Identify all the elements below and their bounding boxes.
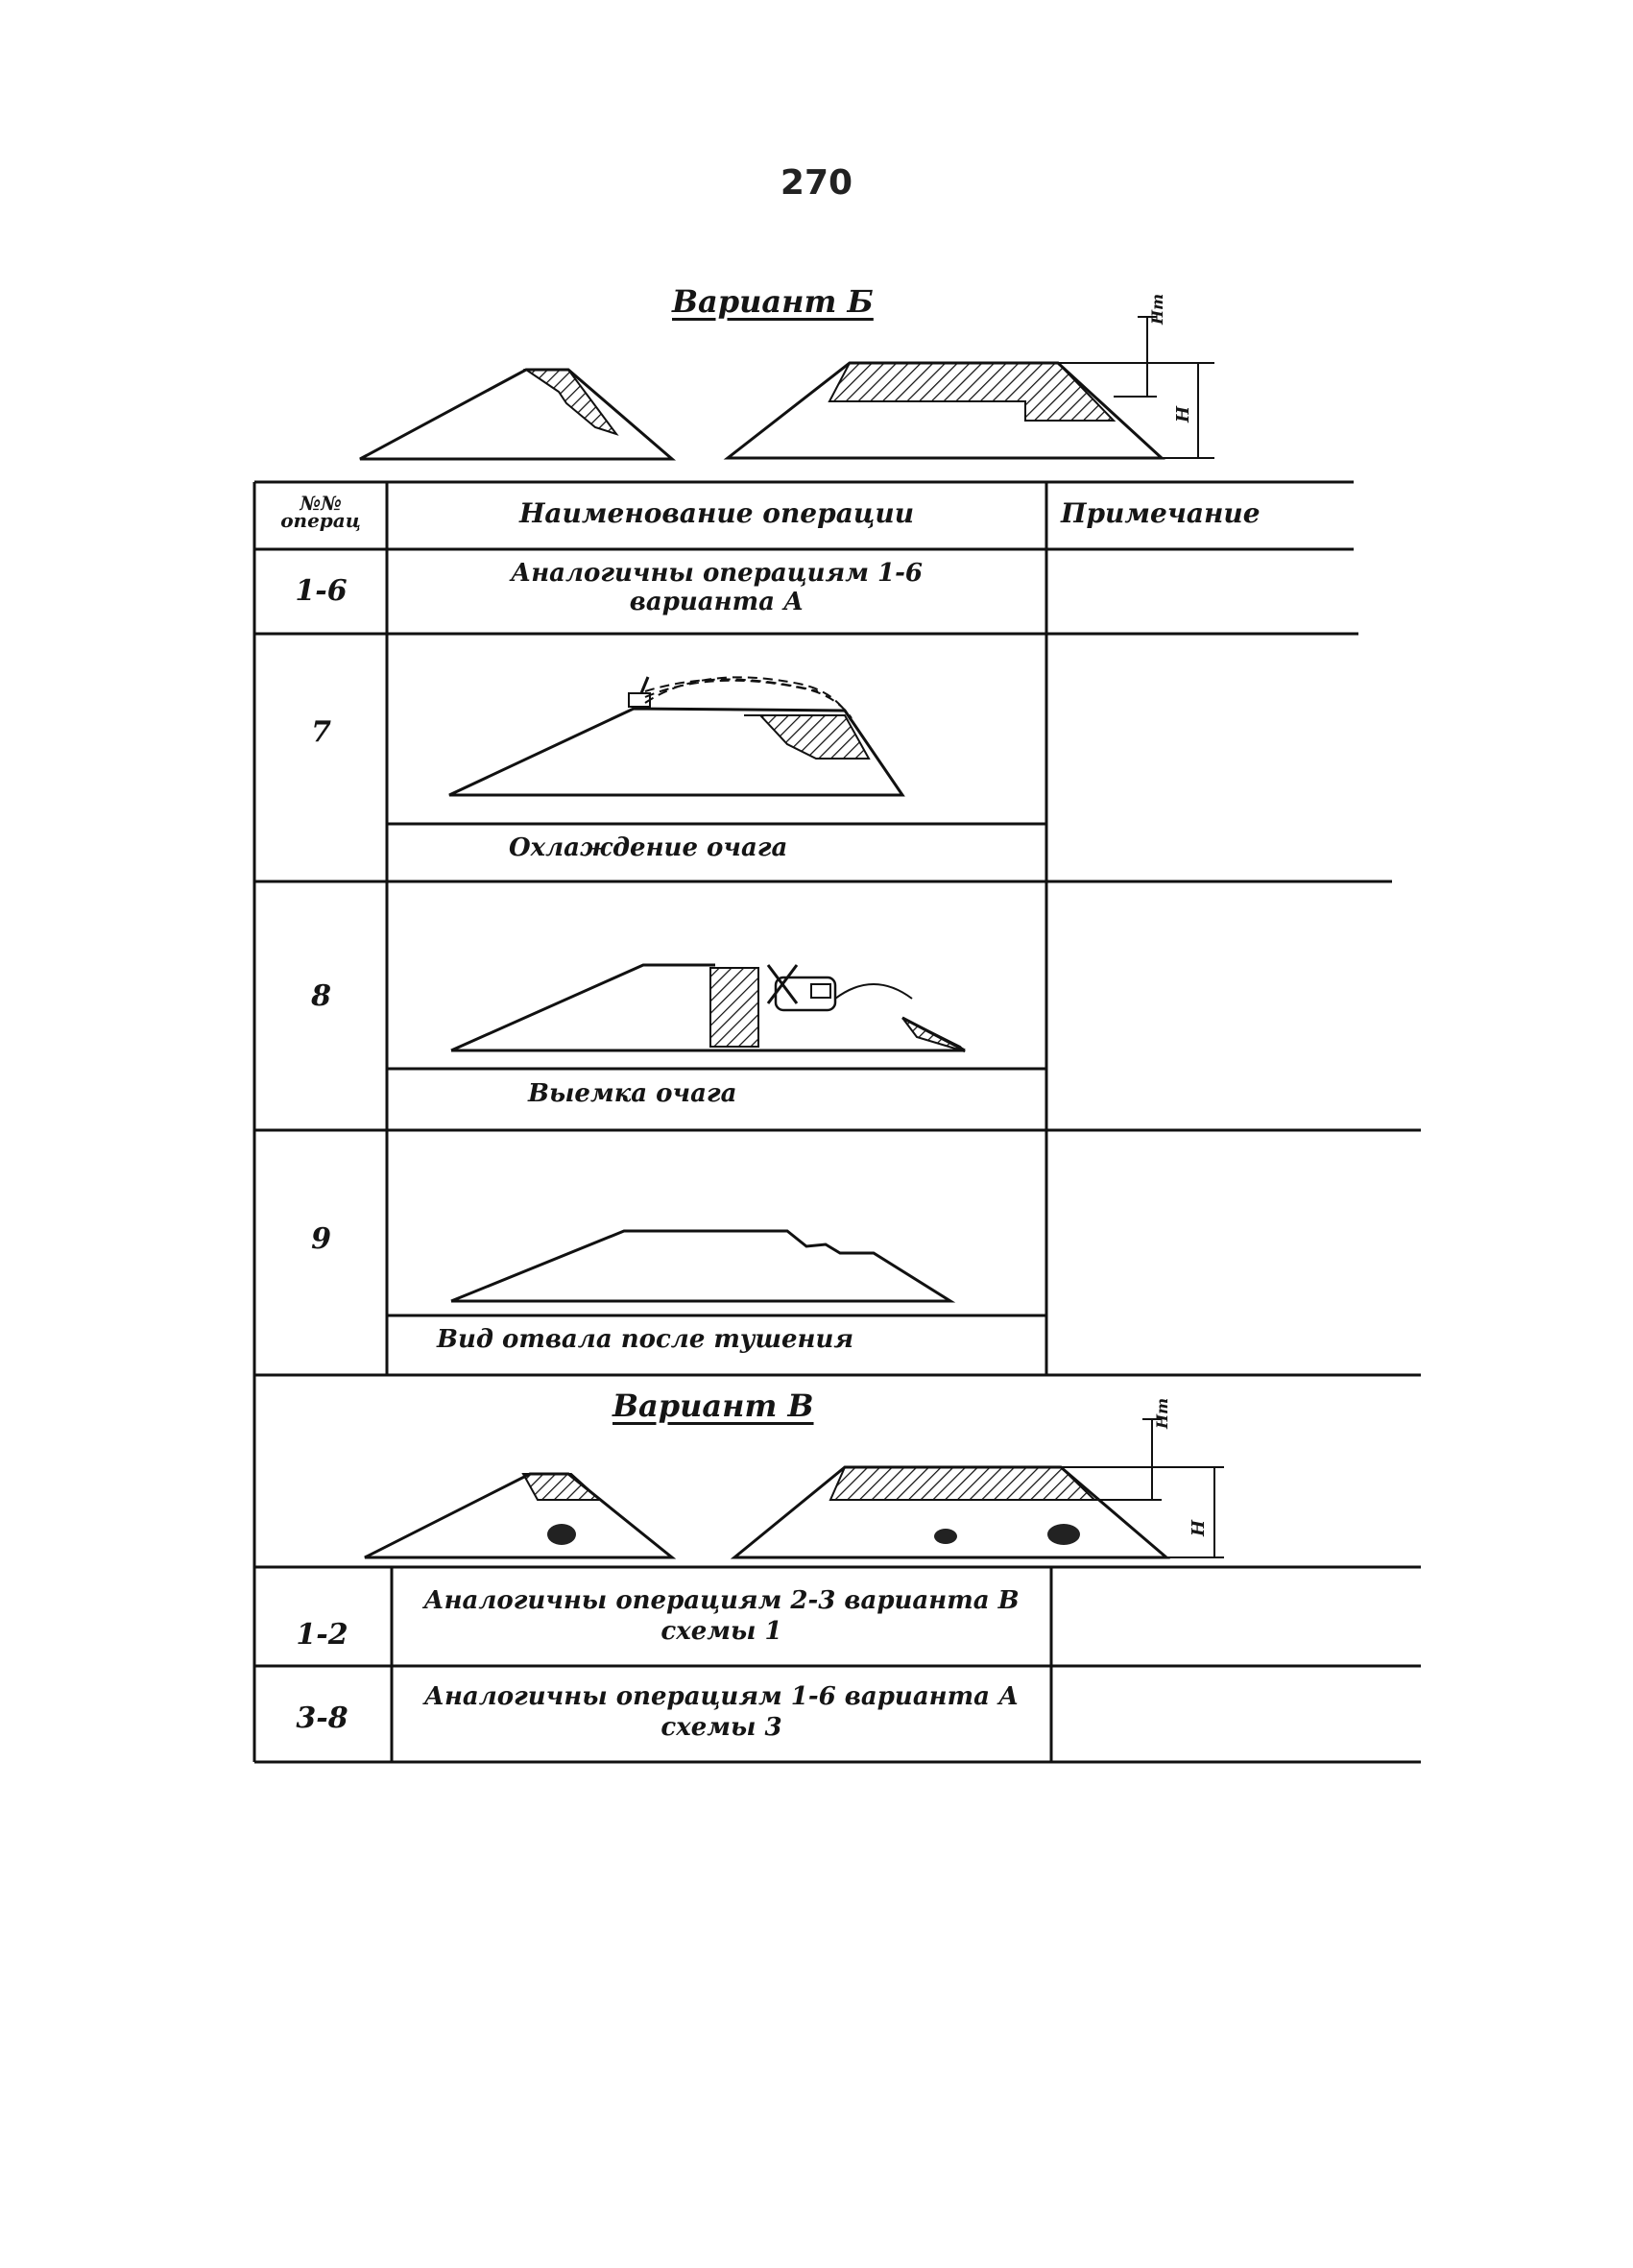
variant-v-left-dump <box>365 1474 672 1557</box>
variant-b-right-dump <box>728 317 1214 458</box>
row-num-3-8: 3-8 <box>296 1701 348 1735</box>
row-7-caption: Охлаждение очага <box>509 833 788 862</box>
variant-v-title: Вариант В <box>612 1387 814 1424</box>
row-num-8: 8 <box>311 979 331 1013</box>
header-note: Примечание <box>1061 497 1261 529</box>
variant-b-title: Вариант Б <box>672 283 874 320</box>
row9-dump-drawing <box>451 1231 950 1301</box>
row-num-7: 7 <box>311 715 331 749</box>
variant-v-right-dump <box>734 1419 1224 1557</box>
row-1-2-text-line2: схемы 1 <box>660 1617 782 1646</box>
row-1-6-text-line2: варианта А <box>629 588 804 616</box>
row-8-caption: Выемка очага <box>528 1079 737 1108</box>
row-9-caption: Вид отвала после тушения <box>437 1325 854 1354</box>
variant-b-dim-hm: Hm <box>1148 293 1166 325</box>
row-num-1-2: 1-2 <box>296 1618 348 1652</box>
table-frame-lower <box>254 1375 1421 1762</box>
row-num-1-6: 1-6 <box>295 574 348 608</box>
page-number: 270 <box>780 163 853 203</box>
row-3-8-text-line1: Аналогичны операциям 1-6 варианта А <box>423 1682 1020 1711</box>
row-3-8-text-line2: схемы 3 <box>660 1713 782 1742</box>
table-frame-upper <box>254 482 1421 1375</box>
row-1-2-text-line1: Аналогичны операциям 2-3 варианта В <box>423 1586 1020 1615</box>
variant-v-dim-hm: Hm <box>1153 1397 1171 1429</box>
variant-b-left-dump <box>360 370 672 459</box>
variant-b-dim-h: H <box>1173 405 1193 422</box>
row7-cooling-drawing <box>449 676 902 795</box>
header-num: №№ операц <box>280 492 361 532</box>
row8-excavation-drawing <box>451 965 965 1051</box>
row-num-9: 9 <box>311 1222 331 1256</box>
variant-v-dim-h: H <box>1189 1519 1209 1536</box>
header-name: Наименование операции <box>518 497 915 529</box>
row-1-6-text-line1: Аналогичны операциям 1-6 <box>511 559 923 588</box>
